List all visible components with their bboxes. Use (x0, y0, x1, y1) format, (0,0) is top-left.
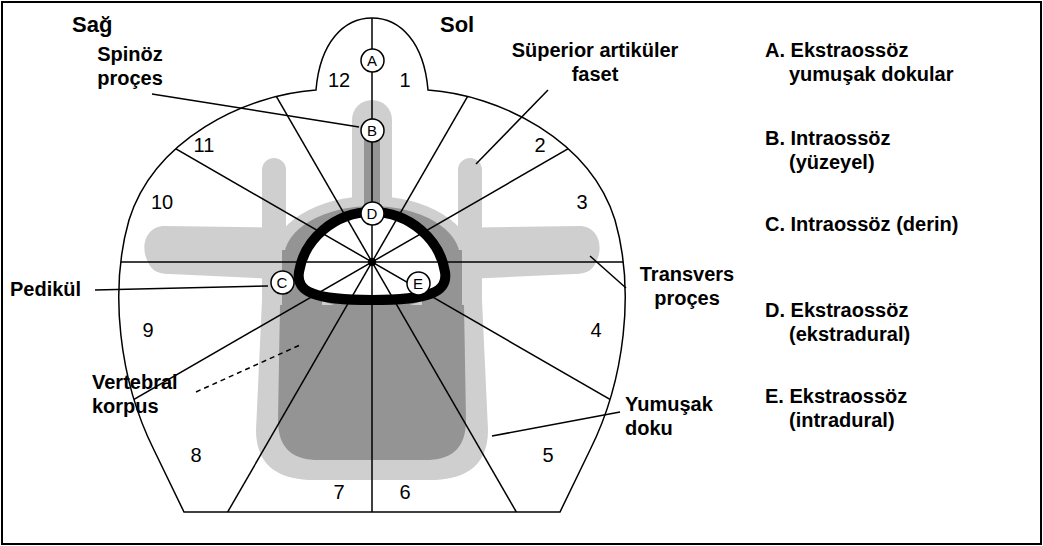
sector-number: 11 (194, 133, 215, 157)
legend-item: A. Ekstraossöz yumuşak dokular (765, 38, 981, 86)
zone-circle: A (360, 48, 385, 73)
zone-letter: A (367, 52, 377, 69)
sector-number: 7 (333, 480, 344, 504)
zone-letter: E (413, 275, 423, 292)
sector-number: 2 (534, 133, 545, 157)
legend-item: C. Intraossöz (derin) (765, 212, 981, 236)
sector-number: 3 (576, 190, 587, 214)
sector-number: 5 (542, 443, 553, 467)
zone-circle: D (360, 201, 385, 226)
sector-number: 9 (142, 318, 153, 342)
side-label: Sağ (72, 12, 112, 38)
zone-circle: B (360, 118, 385, 143)
sector-number: 10 (151, 190, 173, 214)
part-label: Transvers proçes (628, 262, 746, 310)
zone-letter: D (367, 205, 378, 222)
sector-number: 12 (328, 68, 350, 92)
legend-item: B. Intraossöz (yüzeyel) (765, 126, 981, 174)
zone-circle: C (270, 270, 295, 295)
part-label: Vertebral korpus (92, 370, 207, 418)
part-label: Süperior artiküler faset (495, 38, 695, 86)
legend-item: E. Ekstraossöz (intradural) (765, 384, 981, 432)
zone-circle: E (406, 271, 431, 296)
sector-number: 4 (590, 318, 601, 342)
sector-number: 8 (190, 443, 201, 467)
side-label: Sol (440, 12, 474, 38)
sector-number: 1 (399, 68, 410, 92)
part-label: Spinöz proçes (80, 42, 180, 90)
center-dot (368, 258, 376, 266)
zone-letter: C (277, 274, 288, 291)
zone-letter: B (367, 122, 377, 139)
part-label: Yumuşak doku (625, 392, 725, 440)
part-label: Pedikül (10, 277, 81, 301)
sector-number: 6 (399, 480, 410, 504)
sector-lines (0, 0, 792, 546)
legend-item: D. Ekstraossöz (ekstradural) (765, 298, 981, 346)
